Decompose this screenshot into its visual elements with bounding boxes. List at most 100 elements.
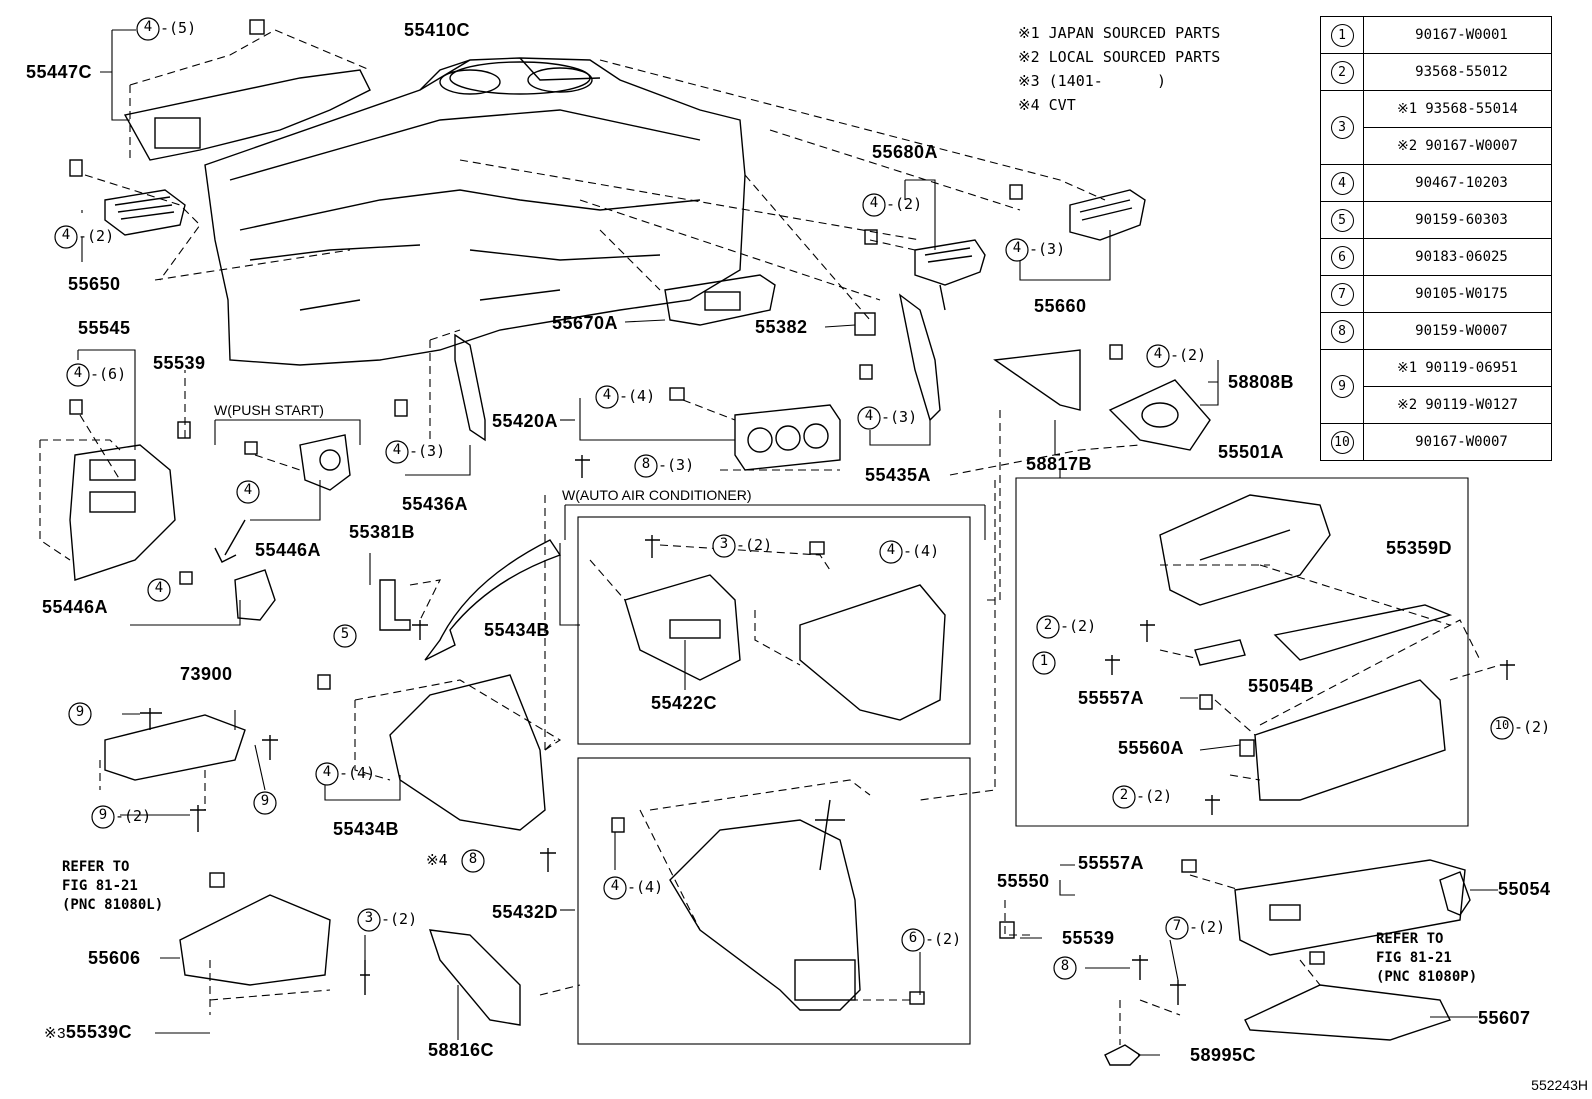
bracket-55606: [179, 894, 331, 986]
callout-number: 5: [340, 626, 350, 642]
push-start-55446a: [299, 434, 351, 491]
parts-table-code: 90183-06025: [1363, 238, 1552, 276]
strip-55436a: [454, 333, 486, 442]
parts-table-number: 8: [1320, 312, 1364, 350]
sheet-55359d: [1273, 604, 1453, 661]
label-55432d: 55432D: [492, 902, 559, 922]
parts-table-code: 93568-55012: [1363, 53, 1552, 91]
panel-58817b: [993, 349, 1081, 411]
label-55660: 55660: [1034, 296, 1087, 316]
label-55435a: 55435A: [865, 465, 932, 485]
parts-table-row: 10 90167-W0007: [1320, 423, 1552, 461]
drawing-id: 552243H: [1531, 1077, 1588, 1093]
parts-table-number: 7: [1320, 275, 1364, 313]
parts-table-code: 90467-10203: [1363, 164, 1552, 202]
label-55670a: 55670A: [552, 313, 619, 333]
part-number: 90167-W0007: [1415, 434, 1508, 450]
callout-number: 8: [1330, 319, 1354, 343]
label-55539-bottom: 55539: [1062, 928, 1115, 948]
callout-number: 4: [243, 482, 253, 498]
callout-number: 4: [886, 542, 896, 558]
part-number: 90183-06025: [1415, 249, 1508, 265]
callout-quantity: -(5): [160, 19, 197, 37]
part-code: ※1 90119-06951: [1364, 350, 1551, 386]
label-55359d: 55359D: [1386, 538, 1453, 558]
callout-number: 4: [864, 408, 874, 424]
parts-table-code: 90167-W0007: [1363, 423, 1552, 461]
caption-push-start: W(PUSH START): [214, 402, 324, 418]
ref-right: REFER TO FIG 81-21 (PNC 81080P): [1376, 931, 1478, 985]
callout-number: 4: [143, 19, 153, 35]
source-mark: ※1: [1397, 101, 1418, 117]
label-55410c: 55410C: [404, 20, 471, 40]
callout-number: 10: [1330, 430, 1354, 454]
label-55420a: 55420A: [492, 411, 559, 431]
callout-number: 7: [1172, 918, 1182, 934]
label-55446a-bottom: 55446A: [42, 597, 109, 617]
callout-number: 9: [98, 807, 108, 823]
label-55436a: 55436A: [402, 494, 469, 514]
part-number: 90467-10203: [1415, 175, 1508, 191]
label-55434b-upper: 55434B: [484, 620, 551, 640]
callout-number: 5: [1330, 208, 1354, 232]
vent-55650: [104, 189, 186, 236]
callout-number: 4: [1330, 171, 1354, 195]
label-55447c: 55447C: [26, 62, 93, 82]
callout-number: 9: [260, 793, 270, 809]
glovebox-55550: [1234, 859, 1466, 956]
label-55446a-top: 55446A: [255, 540, 322, 560]
part-number: 93568-55012: [1415, 64, 1508, 80]
callout-quantity: -(3): [881, 408, 918, 426]
label-58816c: 58816C: [428, 1040, 495, 1060]
trim-55422c: [624, 574, 741, 681]
parts-table-number: 3: [1320, 90, 1364, 165]
label-55501a: 55501A: [1218, 442, 1285, 462]
parts-table-number: 1: [1320, 16, 1364, 54]
parts-table-number: 2: [1320, 53, 1364, 91]
parts-table-row: 8 90159-W0007: [1320, 312, 1552, 350]
callout-number: 1: [1039, 653, 1049, 669]
callout-quantity: -(2): [78, 227, 115, 245]
callout-number: 8: [468, 851, 478, 867]
callout-quantity: -(2): [1189, 918, 1226, 936]
console-55432d: [669, 819, 861, 1011]
cvt-mark: ※4: [426, 851, 448, 869]
label-55434b-lower: 55434B: [333, 819, 400, 839]
callout-quantity: -(2): [736, 536, 773, 554]
vent-55670a: [664, 274, 776, 326]
callout-number: 3: [364, 910, 374, 926]
callout-quantity: -(3): [658, 456, 695, 474]
parts-table-number: 10: [1320, 423, 1364, 461]
console-55434b-upper: [799, 584, 946, 721]
part-code: 90167-W0007: [1364, 424, 1551, 460]
label-55557a-top: 55557A: [1078, 688, 1145, 708]
source-mark: ※1: [1397, 360, 1418, 376]
callout-quantity: -(4): [619, 387, 656, 405]
parts-table-row: 2 93568-55012: [1320, 53, 1552, 91]
parts-table-number: 9: [1320, 349, 1364, 424]
callout-number: 4: [602, 387, 612, 403]
ref-left: REFER TO FIG 81-21 (PNC 81080L): [62, 859, 164, 913]
part-number: 90119-06951: [1425, 360, 1518, 376]
callout-number: 6: [908, 930, 918, 946]
vent-55660: [1069, 189, 1146, 241]
parts-table-code: 90159-W0007: [1363, 312, 1552, 350]
callout-quantity: -(2): [1136, 787, 1173, 805]
parts-table-number: 4: [1320, 164, 1364, 202]
bracket-55607: [1244, 984, 1451, 1041]
dashboard-outline: [204, 57, 746, 366]
callout-number: 4: [392, 442, 402, 458]
callout-quantity: -(4): [627, 878, 664, 896]
trim-55447c: [123, 69, 371, 161]
glovebox-door: [1254, 679, 1446, 801]
callout-quantity: -(2): [925, 930, 962, 948]
callout-circles: [54, 17, 1514, 980]
callout-number: 2: [1043, 617, 1053, 633]
part-code: 93568-55012: [1364, 54, 1551, 90]
